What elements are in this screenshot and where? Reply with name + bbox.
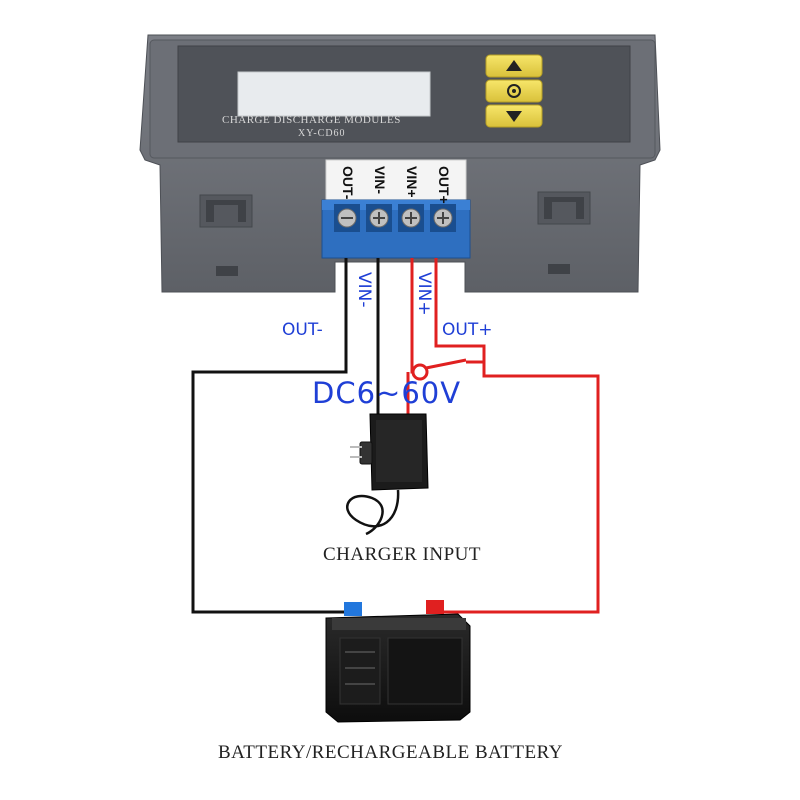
battery-negative-terminal — [344, 602, 362, 616]
lcd-display — [237, 71, 431, 117]
screw-vin-minus — [366, 204, 392, 232]
settings-gear-icon — [507, 84, 521, 98]
up-arrow-icon — [506, 60, 522, 71]
screw-vin-plus — [398, 204, 424, 232]
down-arrow-icon — [506, 111, 522, 122]
module-model-text: XY-CD60 — [298, 128, 346, 139]
up-button[interactable] — [485, 54, 543, 78]
terminal-label-out-plus: OUT+ — [436, 166, 452, 204]
wire-label-out-plus: OUT+ — [442, 320, 493, 340]
terminal-label-vin-plus: VIN+ — [404, 166, 420, 198]
terminal-block — [321, 199, 471, 259]
wire-label-out-minus: OUT- — [282, 320, 323, 340]
wire-label-vin-minus: VIN- — [354, 272, 374, 308]
charger-input-caption: CHARGER INPUT — [323, 544, 481, 565]
module-panel-text: CHARGE DISCHARGE MODULES — [222, 114, 401, 126]
down-button[interactable] — [485, 104, 543, 128]
terminal-label-out-minus: OUT- — [340, 166, 356, 200]
terminal-label-vin-minus: VIN- — [372, 166, 388, 194]
charger-adapter — [346, 413, 429, 536]
battery-caption: BATTERY/RECHARGEABLE BATTERY — [218, 742, 563, 763]
settings-button[interactable] — [485, 79, 543, 103]
wire-out-plus — [432, 258, 600, 614]
relay-switch — [411, 358, 484, 381]
charger-voltage-label: DC6~60V — [312, 376, 462, 410]
battery-positive-terminal — [426, 600, 444, 614]
terminal-label-plate — [325, 159, 467, 207]
battery — [325, 600, 471, 723]
screw-out-plus — [430, 204, 456, 232]
wire-label-vin-plus: VIN+ — [414, 272, 434, 316]
screw-out-minus — [334, 204, 360, 232]
